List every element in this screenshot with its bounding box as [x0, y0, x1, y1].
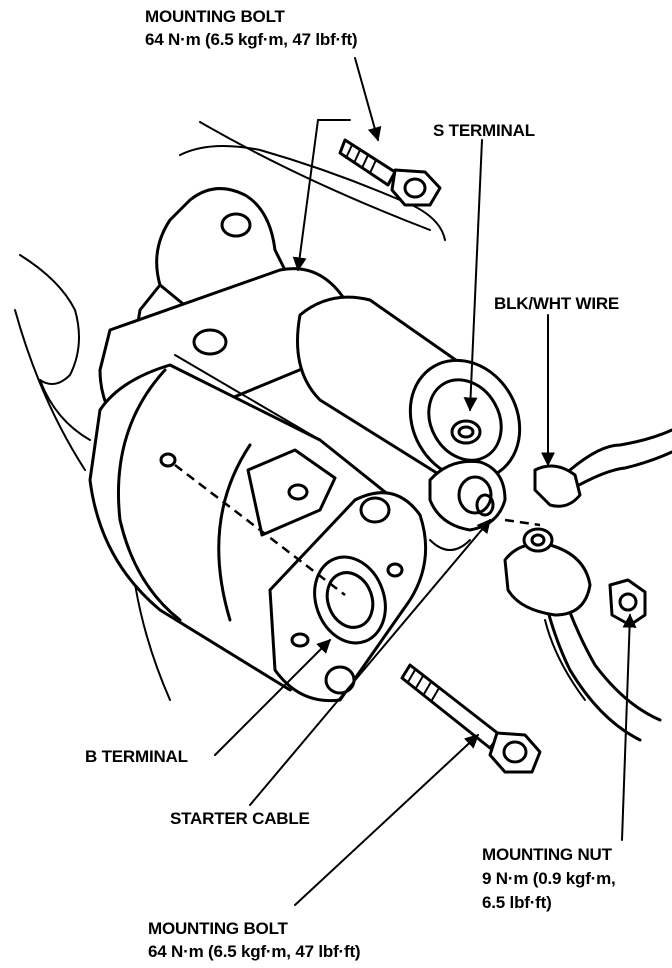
- starter-cable-label: STARTER CABLE: [170, 809, 310, 828]
- bottom-bolt-torque: 64 N·m (6.5 kgf·m, 47 lbf·ft): [148, 942, 361, 961]
- s-terminal-label: S TERMINAL: [433, 121, 535, 140]
- blk-wht-wire: [533, 428, 672, 508]
- top-mounting-bolt: [338, 138, 442, 207]
- bolt-centerline-nut: [504, 518, 541, 527]
- starter-cable: [503, 527, 662, 742]
- leader-lines: [214, 57, 637, 906]
- mounting-nut-torque-line1: 9 N·m (0.9 kgf·m,: [482, 869, 616, 888]
- mounting-nut-torque-line2: 6.5 lbf·ft): [482, 893, 552, 912]
- b-terminal-stud: [428, 459, 507, 551]
- bolt-centerline-lower: [174, 464, 346, 596]
- top-bolt-title: MOUNTING BOLT: [145, 7, 285, 26]
- mounting-nut-title: MOUNTING NUT: [482, 845, 612, 864]
- bottom-bolt-title: MOUNTING BOLT: [148, 919, 288, 938]
- mounting-nut: [608, 578, 647, 627]
- front-flange: [268, 491, 428, 703]
- bottom-mounting-bolt: [400, 663, 542, 774]
- top-bolt-torque: 64 N·m (6.5 kgf·m, 47 lbf·ft): [145, 30, 358, 49]
- blk-wht-wire-label: BLK/WHT WIRE: [494, 294, 620, 313]
- b-terminal-label: B TERMINAL: [85, 747, 188, 766]
- solenoid: [296, 295, 522, 482]
